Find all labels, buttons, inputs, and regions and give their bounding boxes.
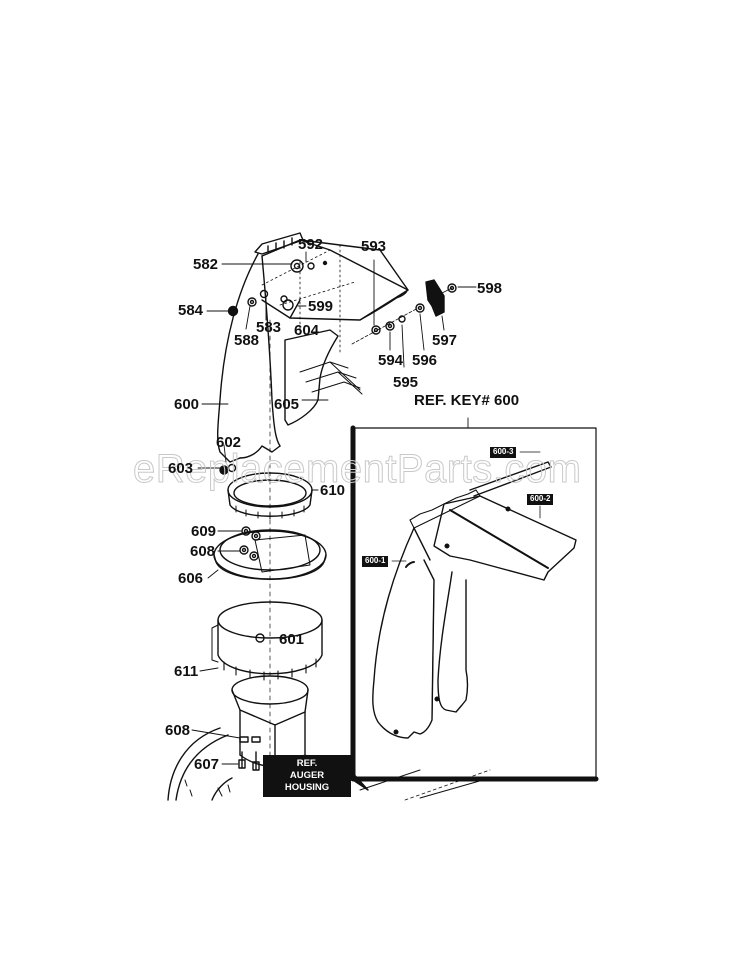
tag-600-2: 600-2 bbox=[527, 494, 554, 505]
callout-603: 603 bbox=[168, 460, 194, 477]
leader-lines bbox=[191, 251, 477, 765]
callout-608-upper: 608 bbox=[190, 543, 216, 560]
collar-611 bbox=[211, 601, 323, 681]
callout-608-lower: 608 bbox=[165, 722, 191, 739]
callout-583: 583 bbox=[256, 319, 282, 336]
tag-600-3: 600-3 bbox=[490, 447, 517, 458]
inset-title: REF. KEY# 600 bbox=[414, 392, 520, 409]
callout-609: 609 bbox=[191, 523, 217, 540]
callout-606: 606 bbox=[178, 570, 204, 587]
tag-600-1: 600-1 bbox=[362, 556, 389, 567]
callout-600: 600 bbox=[174, 396, 200, 413]
callout-601: 601 bbox=[279, 631, 305, 648]
callout-584: 584 bbox=[178, 302, 204, 319]
callout-598: 598 bbox=[477, 280, 503, 297]
ref-box-line2: AUGER HOUSING bbox=[284, 769, 330, 793]
callout-611: 611 bbox=[174, 663, 199, 680]
chute-body bbox=[217, 232, 409, 463]
ring-610 bbox=[219, 463, 313, 520]
inset-chute-illustration bbox=[372, 451, 577, 739]
callout-604: 604 bbox=[294, 322, 320, 339]
callout-594: 594 bbox=[378, 352, 404, 369]
callout-599: 599 bbox=[308, 298, 334, 315]
ref-auger-housing-box: REF. AUGER HOUSING bbox=[263, 755, 351, 797]
callout-597: 597 bbox=[432, 332, 458, 349]
callout-588: 588 bbox=[234, 332, 260, 349]
callout-607: 607 bbox=[194, 756, 220, 773]
chute-hardware bbox=[227, 259, 457, 345]
callout-610: 610 bbox=[320, 482, 346, 499]
ref-box-line1: REF. bbox=[296, 758, 318, 769]
callout-602: 602 bbox=[216, 434, 242, 451]
inset-frame bbox=[350, 425, 599, 782]
callout-593: 593 bbox=[361, 238, 387, 255]
callout-582: 582 bbox=[193, 256, 219, 273]
lower-fasteners bbox=[238, 736, 261, 771]
callout-592: 592 bbox=[298, 236, 324, 253]
callout-596: 596 bbox=[412, 352, 438, 369]
callout-605: 605 bbox=[274, 396, 300, 413]
callout-595: 595 bbox=[393, 374, 419, 391]
